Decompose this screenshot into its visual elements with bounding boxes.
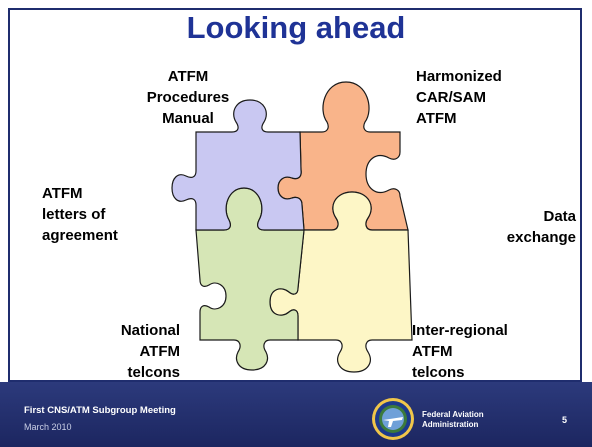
label-harmonized-atfm: Harmonized CAR/SAM ATFM bbox=[416, 68, 502, 127]
page-number: 5 bbox=[562, 415, 568, 425]
footer-meeting-title: First CNS/ATM Subgroup Meeting bbox=[24, 405, 176, 416]
label-letters-of-agreement: ATFM letters of agreement bbox=[42, 185, 118, 244]
label-national-telcons: National ATFM telcons bbox=[120, 322, 180, 381]
label-procedures-manual: ATFM Procedures Manual bbox=[146, 68, 230, 127]
label-interregional-telcons: Inter-regional ATFM telcons bbox=[412, 322, 508, 381]
faa-seal-icon bbox=[372, 398, 414, 440]
footer-date: March 2010 bbox=[24, 422, 72, 432]
slide-title: Looking ahead bbox=[186, 10, 406, 45]
puzzle-piece-procedures bbox=[171, 99, 305, 231]
footer-band bbox=[0, 382, 592, 447]
footer-agency-name: Federal Aviation Administration bbox=[422, 410, 484, 429]
slide-border bbox=[8, 8, 582, 382]
label-data-exchange: Data exchange bbox=[506, 208, 576, 246]
